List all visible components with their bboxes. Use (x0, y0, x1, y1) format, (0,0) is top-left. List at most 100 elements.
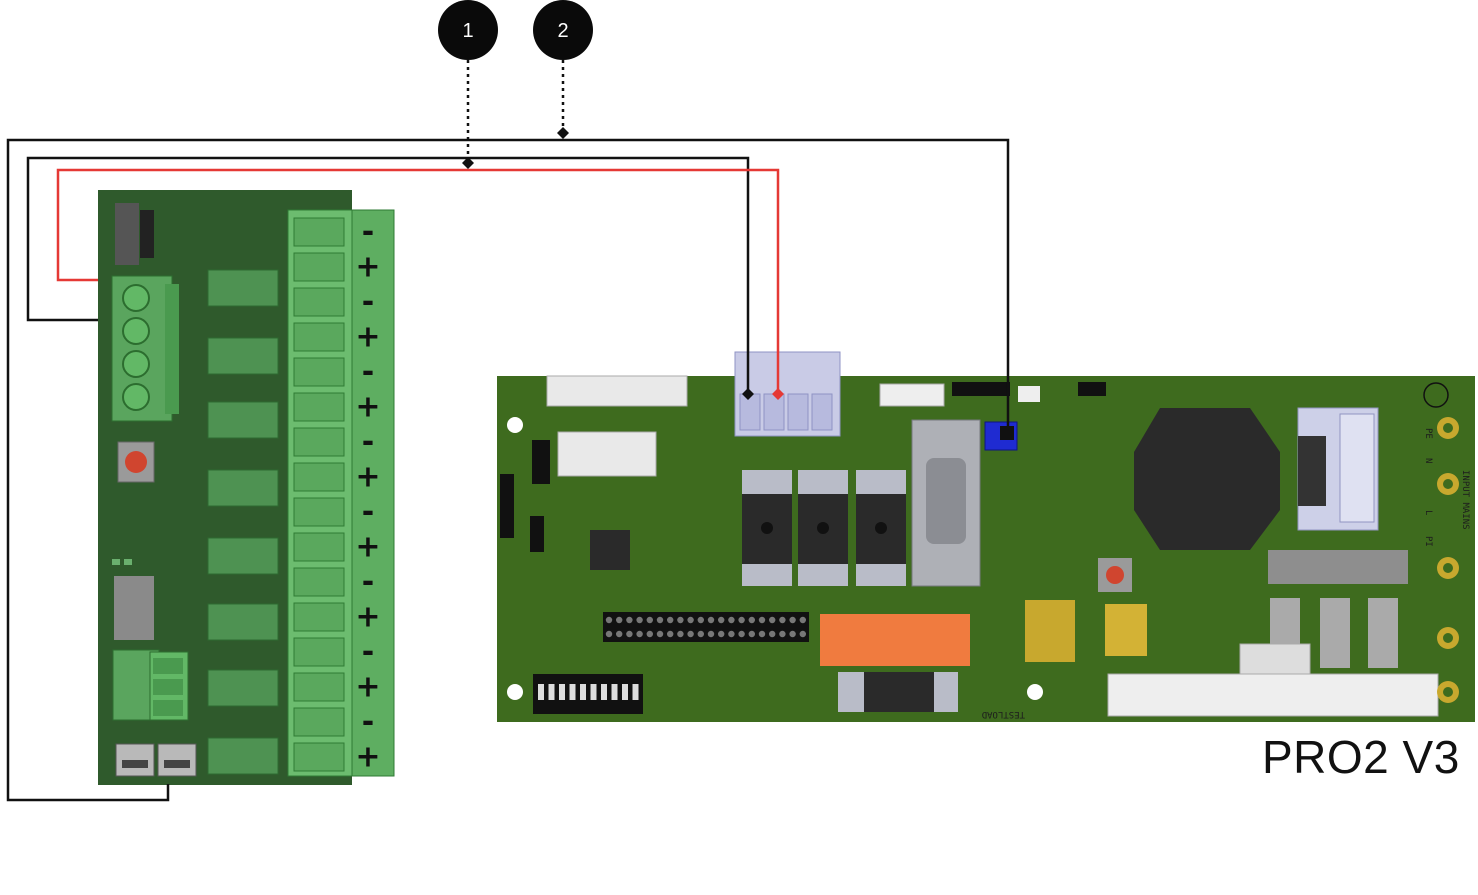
header-pin (687, 616, 694, 624)
header-pin (656, 630, 664, 638)
header-pin (779, 630, 786, 638)
header-pin (616, 630, 623, 638)
board-label: PRO2 V3 (1262, 731, 1460, 783)
dip-switch (538, 684, 544, 700)
relay-orange (820, 614, 970, 666)
header-pin (677, 616, 684, 624)
dip-switch (611, 684, 618, 700)
header-pin (626, 630, 633, 638)
dip-switch (632, 684, 639, 700)
terminal-polarity-mark: + (355, 320, 380, 355)
silk-l: L (1423, 510, 1433, 515)
header-pin (718, 630, 725, 638)
terminal-polarity-mark: - (362, 285, 374, 320)
header-pin (779, 616, 786, 624)
screw-terminal-3pin (112, 649, 189, 721)
header-pin (748, 630, 755, 638)
header-pin (697, 630, 704, 638)
header-pin (646, 616, 653, 624)
header-pin (769, 630, 776, 638)
terminal-polarity-mark: + (355, 740, 380, 775)
silk-testload: TESTLOAD (982, 709, 1025, 719)
header-pin (789, 630, 796, 638)
header-pin (758, 630, 766, 638)
terminal-polarity-mark: + (355, 600, 380, 635)
header-pin (616, 616, 623, 624)
terminal-polarity-mark: + (355, 670, 380, 705)
terminal-polarity-mark: + (355, 460, 380, 495)
push-button (117, 441, 155, 483)
mains-terminals (1437, 417, 1459, 703)
terminal-cell (293, 707, 345, 737)
header-pin (636, 630, 643, 638)
terminal-cell (293, 497, 345, 527)
terminal-polarity-mark: - (362, 425, 374, 460)
header-pin (687, 630, 694, 638)
pro2-v3-board: INPUT MAINS PE N L PI TESTLOAD (497, 351, 1475, 722)
header-pin (677, 630, 684, 638)
header-pin (728, 630, 735, 638)
dip-switch (559, 684, 565, 700)
terminal-cell (293, 462, 345, 492)
header-pin (799, 630, 806, 638)
terminal-cell (293, 217, 345, 247)
terminal-cell (293, 567, 345, 597)
terminal-cell (293, 602, 345, 632)
header-pin (667, 630, 674, 638)
header-pin (626, 616, 633, 624)
header-pin (697, 616, 704, 624)
header-pin (636, 616, 643, 624)
header-pin (707, 616, 715, 624)
header-pin (799, 616, 806, 624)
terminal-polarity-mark: - (362, 215, 374, 250)
screw-terminal-4pin (111, 275, 179, 422)
dip-switch (580, 684, 586, 700)
terminal-cell (293, 357, 345, 387)
terminal-polarity-mark: - (362, 355, 374, 390)
terminal-cell (293, 287, 345, 317)
header-pin (738, 616, 745, 624)
buzzer (1134, 408, 1280, 550)
silk-pe: PE (1423, 428, 1433, 439)
header-pin (656, 616, 664, 624)
dip-switch (569, 684, 576, 700)
callout-2-label: 2 (557, 20, 568, 42)
terminal-cell (293, 322, 345, 352)
silk-n: N (1423, 458, 1433, 463)
db9-connector (911, 419, 981, 587)
header-pin (738, 630, 745, 638)
transistor-row (742, 470, 906, 586)
header-pin (707, 630, 715, 638)
terminal-polarity-mark: - (362, 495, 374, 530)
header-pin (769, 616, 776, 624)
wire-red (56, 168, 780, 394)
header-pin (748, 616, 755, 624)
header-pin (728, 616, 735, 624)
terminal-polarity-mark: + (355, 250, 380, 285)
header-pin (667, 616, 674, 624)
dip-switch (622, 684, 628, 700)
callout-2: 2 (533, 0, 593, 139)
terminal-cell (293, 532, 345, 562)
relay-column (207, 269, 279, 775)
callout-1: 1 (438, 0, 498, 169)
terminal-cell (293, 392, 345, 422)
expansion-board: -+-+-+-+-+-+-+-+ (98, 190, 395, 785)
header-pin (605, 616, 613, 624)
terminal-polarity-mark: - (362, 705, 374, 740)
wires (6, 138, 1014, 802)
terminal-cell (293, 637, 345, 667)
terminal-polarity-mark: - (362, 635, 374, 670)
wire-black-inner (26, 156, 750, 394)
header-pin (718, 616, 725, 624)
terminal-cell (293, 427, 345, 457)
connector-4pin (734, 351, 841, 437)
terminal-cell (293, 672, 345, 702)
dip-switch (601, 684, 607, 700)
dip-switch (548, 684, 555, 700)
wire-black-outer (6, 138, 1010, 802)
header-pin (758, 616, 766, 624)
terminal-polarity-mark: - (362, 565, 374, 600)
terminal-cell (293, 252, 345, 282)
